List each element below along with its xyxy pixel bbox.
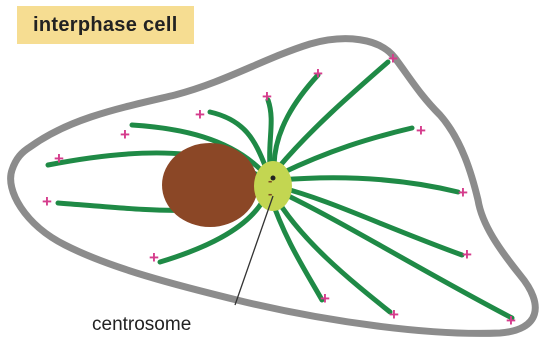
plus-end-sign: + — [42, 192, 52, 211]
plus-end-sign: + — [54, 149, 64, 168]
plus-end-sign: + — [320, 289, 330, 308]
microtubule — [268, 100, 271, 166]
plus-end-sign: + — [388, 49, 398, 68]
plus-end-sign: + — [506, 311, 516, 330]
centrosome — [254, 161, 292, 211]
plus-end-sign: + — [313, 64, 323, 83]
plus-end-sign: + — [149, 248, 159, 267]
plus-end-sign: + — [458, 183, 468, 202]
plus-end-sign: + — [462, 245, 472, 264]
plus-end-sign: + — [120, 125, 130, 144]
plus-end-sign: + — [389, 305, 399, 324]
centrosome-label: centrosome — [92, 314, 191, 335]
plus-end-sign: + — [195, 105, 205, 124]
plus-end-sign: + — [262, 87, 272, 106]
plus-end-sign: + — [416, 121, 426, 140]
centriole — [271, 176, 276, 181]
nucleus — [162, 143, 258, 227]
